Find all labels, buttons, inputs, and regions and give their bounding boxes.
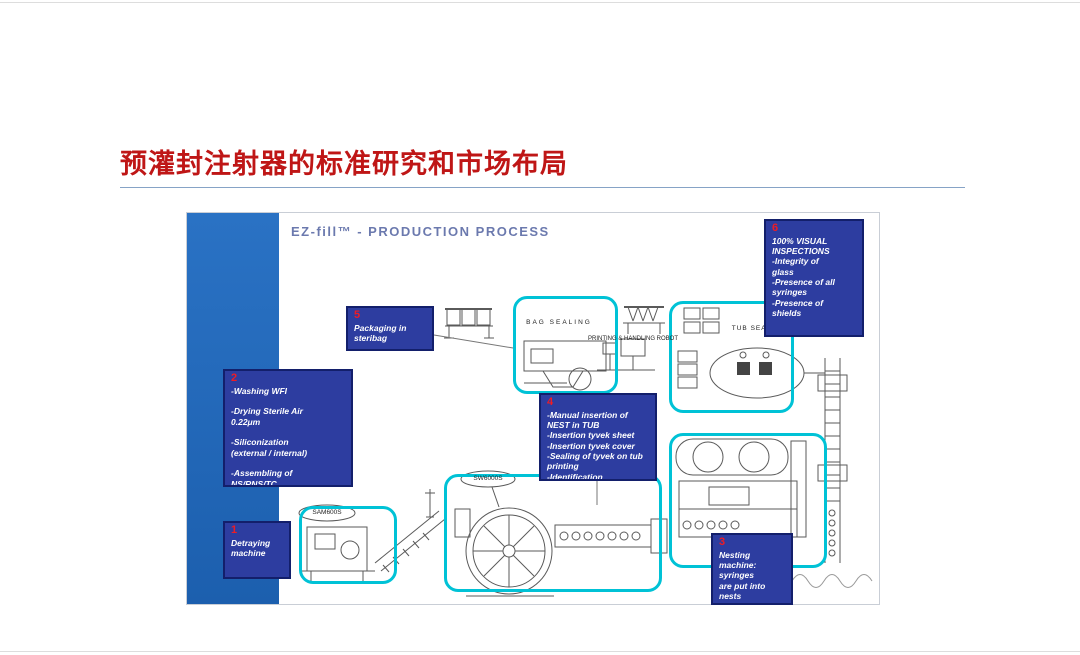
machine-label-bag-sealing: BAG SEALING	[526, 319, 592, 326]
page-title: 预灌封注射器的标准研究和市场布局	[120, 149, 568, 179]
cyan-highlight-tub-sealer	[669, 301, 794, 413]
callout-number: 2	[231, 372, 238, 384]
callout-number: 6	[772, 222, 779, 234]
machine-label-tub-sealer: TUB SEALER	[731, 325, 783, 332]
callout-number: 1	[231, 524, 238, 536]
production-process-diagram: EZ-fill™ - PRODUCTION PROCESS BAG SEALIN…	[186, 212, 880, 605]
callout-number: 5	[354, 309, 361, 321]
cyan-highlight-bag-sealing	[513, 296, 618, 394]
callout-text: Packaging in steribag	[354, 322, 407, 343]
callout-text: Detraying machine	[231, 537, 271, 558]
top-border-line	[0, 2, 1080, 3]
callout-number: 3	[719, 536, 726, 548]
callout-visual-inspections: 6 100% VISUAL INSPECTIONS -Integrity of …	[764, 219, 864, 337]
title-underline	[120, 187, 965, 188]
machine-label-sam600s: SAM600S	[312, 509, 342, 516]
callout-number: 4	[547, 396, 554, 408]
cyan-highlight-sw6000s	[444, 474, 662, 592]
cyan-highlight-sam600s	[299, 506, 397, 584]
diagram-title: EZ-fill™ - PRODUCTION PROCESS	[291, 224, 550, 239]
callout-text: -Manual insertion of NEST in TUB -Insert…	[547, 409, 643, 481]
callout-washing-siliconization: 2 -Washing WFI -Drying Sterile Air 0.22μ…	[223, 369, 353, 487]
callout-nesting-machine: 3 Nesting machine: syringes are put into…	[711, 533, 793, 605]
callout-detraying-machine: 1 Detraying machine	[223, 521, 291, 579]
callout-text: 100% VISUAL INSPECTIONS -Integrity of gl…	[772, 235, 835, 319]
machine-label-printing-robot: PRINTING & HANDLING ROBOT	[587, 336, 678, 342]
machine-line-art	[298, 306, 873, 597]
bottom-border-line	[0, 651, 1080, 652]
callout-packaging-steribag: 5 Packaging in steribag	[346, 306, 434, 351]
callout-text: Nesting machine: syringes are put into n…	[719, 549, 766, 601]
callout-nest-insertion: 4 -Manual insertion of NEST in TUB -Inse…	[539, 393, 657, 481]
machine-label-sw6000s: SW6000S	[473, 475, 503, 482]
callout-text: -Washing WFI -Drying Sterile Air 0.22μm …	[231, 385, 308, 487]
